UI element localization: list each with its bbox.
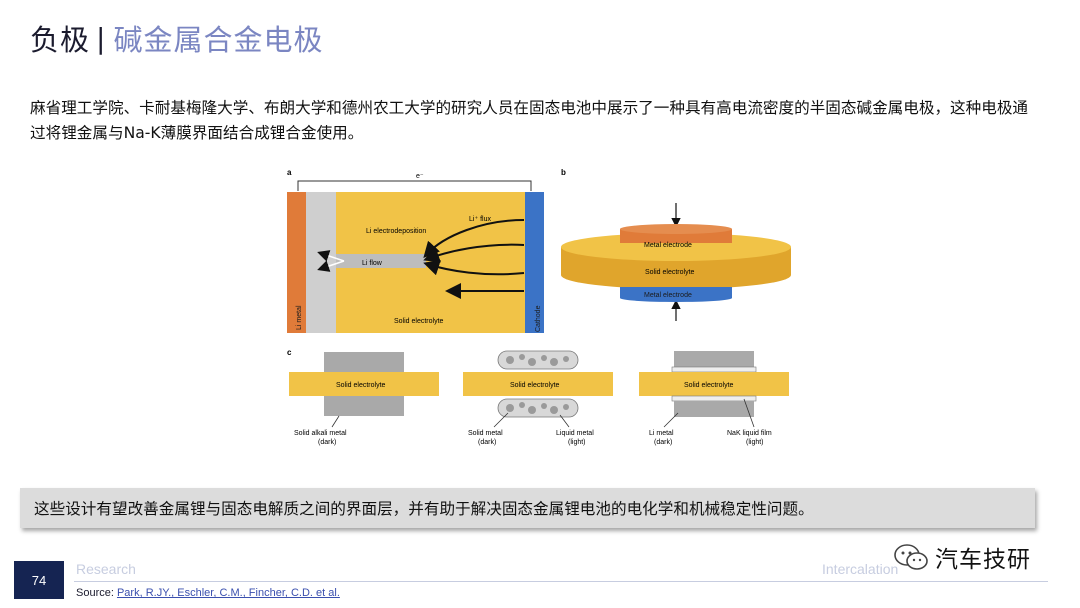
li-interlayer [306,192,336,333]
c2-electrolyte [463,372,613,396]
c2-pointer-liquid [559,414,570,428]
c1-metal-bottom [324,396,404,416]
figure-diagram: a e⁻ Li⁺ flux Li electrodeposition Li fl… [287,168,791,446]
c3-film-top [671,366,757,373]
cathode-label: Cathode [535,305,542,332]
flux-arrow-3 [423,260,525,276]
c2-pointer-solid [493,412,509,428]
c1-pointer [331,415,340,428]
intro-paragraph: 麻省理工学院、卡耐基梅隆大学、布朗大学和德州农工大学的研究人员在固态电池中展示了… [30,99,1029,142]
c5-caption-a: NaK liquid film [727,430,772,437]
c3-pointer-nak [743,398,755,428]
electron-wire [297,180,532,191]
c4-caption-b: (dark) [654,439,672,446]
title-main: 负极 [30,23,91,57]
metal-electrode-bottom [620,287,732,302]
summary-note: 这些设计有望改善金属锂与固态电解质之间的界面层，并有助于解决固态金属锂电池的电化… [20,488,1035,528]
title-separator: | [96,21,106,55]
panel-a-label: a [287,168,292,177]
c2-liquid-top [497,350,579,370]
footer-section: Research [76,561,136,577]
c3-pointer-li [663,412,679,428]
source-label: Source: [76,587,117,599]
metal-electrode-bottom-label: Metal electrode [644,292,692,299]
c4-caption-a: Li metal [649,430,674,437]
c1-caption-b: (dark) [318,439,336,446]
c1-caption-a: Solid alkali metal [294,430,347,437]
summary-note-text: 这些设计有望改善金属锂与固态电解质之间的界面层，并有助于解决固态金属锂电池的电化… [34,500,814,518]
solid-electrolyte-b-label: Solid electrolyte [645,269,695,276]
c2-caption-b: (dark) [478,439,496,446]
li-metal-label: Li metal [296,305,303,330]
c3-caption-b: (light) [568,439,586,446]
c5-caption-b: (light) [746,439,764,446]
metal-electrode-top-label: Metal electrode [644,242,692,249]
research-figure: a e⁻ Li⁺ flux Li electrodeposition Li fl… [284,165,804,461]
footer-topic: Intercalation [822,561,899,577]
c2-liquid-bottom [497,398,579,418]
c3-metal-bottom [674,401,754,417]
c3-film-bottom [671,395,757,402]
page-number: 74 [14,561,64,599]
title-sub: 碱金属合金电极 [113,23,324,57]
c2-caption-a: Solid metal [468,430,503,437]
c1-metal-top [324,352,404,372]
c2-solid-particles-bottom [506,402,569,414]
c3-electrolyte [639,372,789,396]
c1-electrolyte [289,372,439,396]
li-metal-electrode [287,192,306,333]
source-link[interactable]: Park, R.JY., Eschler, C.M., Fincher, C.D… [116,587,340,599]
watermark: 汽车技研 [893,540,1031,574]
c1-electrolyte-label: Solid electrolyte [336,382,386,389]
li-flux-label: Li⁺ flux [469,216,491,223]
cathode-electrode [525,192,544,333]
panel-c-label: c [287,348,292,357]
flow-arrow-down [317,260,345,272]
electrolyte-disk-top [561,233,791,261]
slide-title: 负极 | 碱金属合金电极 [30,16,323,60]
c3-electrolyte-label: Solid electrolyte [684,382,734,389]
flux-arrow-2 [423,243,525,263]
c2-electrolyte-label: Solid electrolyte [510,382,560,389]
footer-divider [74,581,1048,582]
watermark-text: 汽车技研 [935,547,1031,573]
wechat-icon [894,544,928,570]
c2-solid-particles-top [506,354,569,366]
source-line: Source: Park, R.JY., Eschler, C.M., Finc… [76,587,340,599]
electron-label: e⁻ [416,173,424,180]
metal-electrode-top-face [620,224,732,234]
flow-arrow-up [317,250,345,262]
li-flow-label: Li flow [362,260,383,267]
c3-metal-top [674,351,754,367]
panel-b-label: b [561,168,566,177]
c3-caption-a: Liquid metal [556,430,594,437]
li-electrodeposition-label: Li electrodeposition [366,228,426,235]
li-flow-channel [336,254,426,268]
solid-electrolyte-a-label: Solid electrolyte [394,318,444,325]
